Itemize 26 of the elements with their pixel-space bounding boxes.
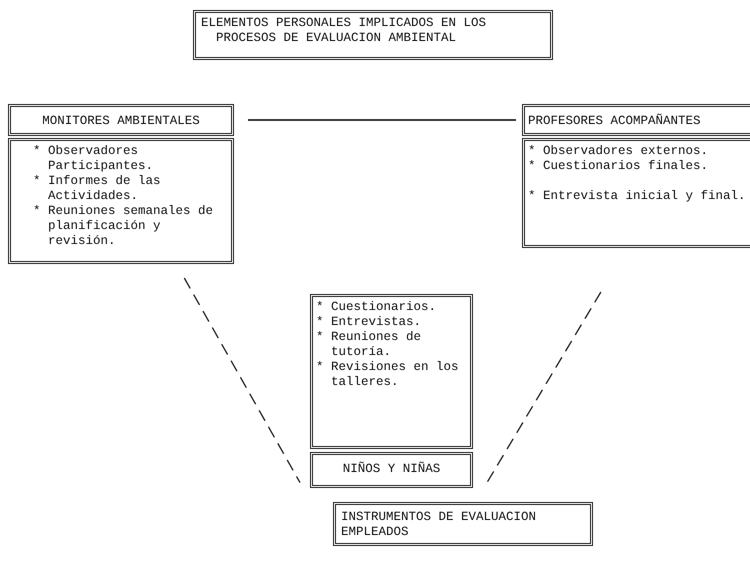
box-text: * Cuestionarios. <box>316 300 438 315</box>
title-box <box>193 10 553 60</box>
box-text: * Informes de las Actividades. <box>33 174 162 204</box>
box-text: MONITORES AMBIENTALES <box>41 114 201 129</box>
caption-box <box>333 502 593 546</box>
box-text: * Entrevistas. <box>316 315 422 330</box>
dashed-connector <box>184 278 301 483</box>
box-text: * Cuestionarios finales. <box>528 159 710 174</box>
box-text: PROFESORES ACOMPAÑANTES <box>528 114 702 129</box>
header-box <box>522 104 750 136</box>
box-text: * Observadores Participantes. <box>33 144 154 174</box>
box-text: * Entrevista inicial y final. <box>528 189 747 204</box>
box-text: * Revisiones en los talleres. <box>316 360 460 390</box>
dashed-connector <box>486 292 602 483</box>
connector-line <box>248 119 516 121</box>
box-text: * Reuniones de tutoría. <box>316 330 422 360</box>
header-box <box>8 104 234 136</box>
box-text: INSTRUMENTOS DE EVALUACION EMPLEADOS <box>341 510 538 540</box>
list-box <box>310 294 473 449</box>
list-box <box>522 138 750 248</box>
list-box <box>8 138 234 264</box>
box-text: * Reuniones semanales de planificación y revisión. <box>33 204 214 249</box>
box-text: ELEMENTOS PERSONALES IMPLICADOS EN LOS PROCESOS DE EVALUACION AMBIENTAL <box>201 16 488 46</box>
header-box <box>310 452 473 488</box>
box-text: NIÑOS Y NIÑAS <box>342 462 442 477</box>
box-text: * Observadores externos. <box>528 144 710 159</box>
